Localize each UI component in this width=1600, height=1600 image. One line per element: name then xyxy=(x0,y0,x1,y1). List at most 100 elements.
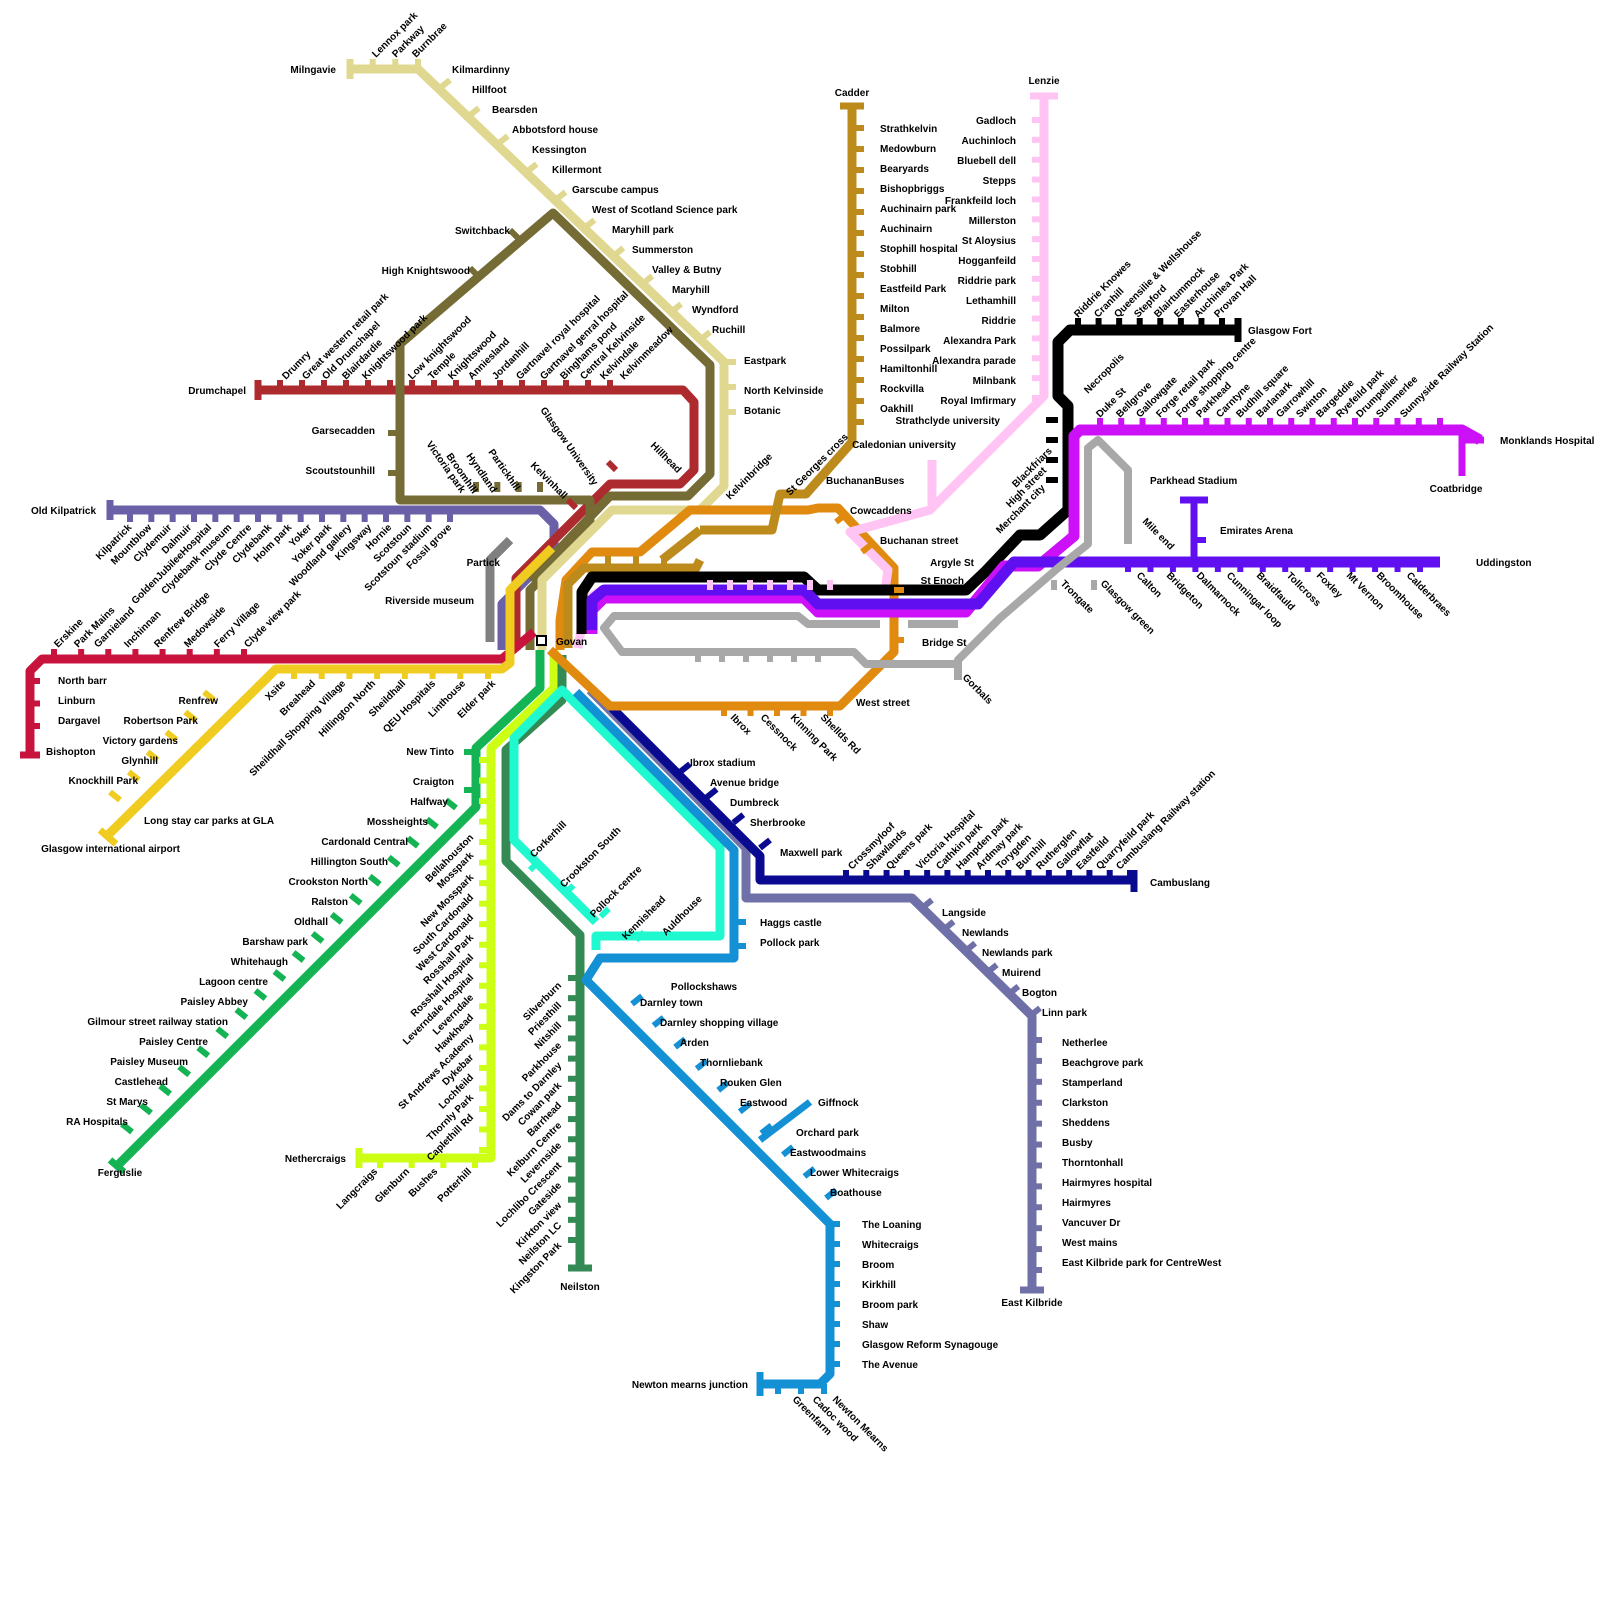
station-label[interactable]: Medowburn xyxy=(880,144,936,155)
station-label[interactable]: Muirend xyxy=(1002,968,1041,979)
station-label[interactable]: Orchard park xyxy=(796,1128,859,1139)
station-label[interactable]: North Kelvinside xyxy=(744,386,824,397)
station-label[interactable]: Gadloch xyxy=(976,116,1016,127)
station-label[interactable]: Hillington South xyxy=(311,857,388,868)
station-label[interactable]: Stamperland xyxy=(1062,1078,1123,1089)
station-tick-ferguslie[interactable] xyxy=(179,1067,189,1075)
station-label[interactable]: Pollock park xyxy=(760,938,820,949)
station-label[interactable]: Busby xyxy=(1062,1138,1093,1149)
station-tick-milngavie[interactable] xyxy=(440,80,450,88)
station-label[interactable]: Langcraigs xyxy=(335,1166,381,1212)
station-label[interactable]: Langside xyxy=(942,908,986,919)
station-label[interactable]: Scoutstounhill xyxy=(306,466,376,477)
station-tick-cambuslang[interactable] xyxy=(760,840,770,848)
station-label[interactable]: Cadder xyxy=(835,88,870,99)
station-label[interactable]: Broom xyxy=(862,1260,894,1271)
station-label[interactable]: Craigton xyxy=(413,777,454,788)
station-label[interactable]: Netherlee xyxy=(1062,1038,1108,1049)
station-label[interactable]: Eastwoodmains xyxy=(790,1148,867,1159)
station-label[interactable]: Lenzie xyxy=(1028,76,1060,87)
station-label[interactable]: Coatbridge xyxy=(1430,484,1483,495)
station-label[interactable]: East Kilbride xyxy=(1001,1298,1063,1309)
station-tick-ferguslie[interactable] xyxy=(427,819,437,827)
station-label[interactable]: Hillhead xyxy=(648,440,683,475)
station-label[interactable]: Vancuver Dr xyxy=(1062,1218,1120,1229)
station-label[interactable]: Sunnyside Railway Station xyxy=(1398,322,1496,420)
station-label[interactable]: Milton xyxy=(880,304,909,315)
station-label[interactable]: Abbotsford house xyxy=(512,125,599,136)
station-label[interactable]: Whitecraigs xyxy=(862,1240,919,1251)
station-label[interactable]: Ibrox stadium xyxy=(690,758,756,769)
station-label[interactable]: Botanic xyxy=(744,406,781,417)
station-label[interactable]: Milngavie xyxy=(290,65,336,76)
station-label[interactable]: Emirates Arena xyxy=(1220,526,1293,537)
station-label[interactable]: Parkhead Stadium xyxy=(1150,476,1237,487)
station-tick-cambuslang[interactable] xyxy=(707,789,717,797)
station-label[interactable]: Ibrox xyxy=(728,712,753,737)
station-label[interactable]: West of Scotland Science park xyxy=(592,205,738,216)
station-label[interactable]: Dargavel xyxy=(58,716,100,727)
station-label[interactable]: Cardonald Central xyxy=(321,837,408,848)
station-tick-ekilbride[interactable] xyxy=(1008,986,1018,994)
station-label[interactable]: Alexandra parade xyxy=(932,356,1016,367)
station-label[interactable]: Maryhill park xyxy=(612,225,674,236)
station-tick-ferguslie[interactable] xyxy=(198,1048,208,1056)
station-label[interactable]: Garsecadden xyxy=(312,426,375,437)
station-label[interactable]: Millerston xyxy=(969,216,1016,227)
station-label[interactable]: Calton xyxy=(1134,570,1164,600)
station-label[interactable]: Glasgow international airport xyxy=(41,844,181,855)
station-label[interactable]: BuchananBuses xyxy=(826,476,905,487)
station-label[interactable]: New Tinto xyxy=(406,747,454,758)
station-label[interactable]: Milnbank xyxy=(973,376,1017,387)
station-tick-milngavie[interactable] xyxy=(700,332,710,340)
station-tick-knightswood[interactable] xyxy=(510,230,518,238)
station-label[interactable]: Rouken Glen xyxy=(720,1078,782,1089)
station-label[interactable]: East Kilbride park for CentreWest xyxy=(1062,1258,1222,1269)
station-label[interactable]: Eastfeild Park xyxy=(880,284,947,295)
station-label[interactable]: Paisley Museum xyxy=(110,1057,188,1068)
station-label[interactable]: Bearyards xyxy=(880,164,929,175)
station-tick-milngavie[interactable] xyxy=(584,220,594,228)
station-label[interactable]: St Enoch xyxy=(921,576,964,587)
station-label[interactable]: Newton mearns junction xyxy=(632,1380,748,1391)
station-label[interactable]: Riddrie park xyxy=(958,276,1017,287)
station-label[interactable]: Alexandra Park xyxy=(943,336,1016,347)
station-label[interactable]: Sherbrooke xyxy=(750,818,806,829)
station-label[interactable]: Old Kilpatrick xyxy=(31,506,96,517)
station-label[interactable]: Oakhill xyxy=(880,404,914,415)
station-tick-ferguslie[interactable] xyxy=(389,857,399,865)
station-label[interactable]: Riverside museum xyxy=(385,596,474,607)
station-label[interactable]: Mile end xyxy=(1140,516,1176,552)
station-label[interactable]: Glasgow Reform Synagouge xyxy=(862,1340,999,1351)
station-label[interactable]: Cambuslang Railway station xyxy=(1114,768,1218,872)
station-tick-ekilbride[interactable] xyxy=(987,965,997,973)
station-tick-milngavie[interactable] xyxy=(642,276,652,284)
station-label[interactable]: Lower Whitecraigs xyxy=(810,1168,899,1179)
station-label[interactable]: North barr xyxy=(58,676,107,687)
station-label[interactable]: Newlands xyxy=(962,928,1009,939)
station-label[interactable]: Clarkston xyxy=(1062,1098,1108,1109)
station-tick-ferguslie[interactable] xyxy=(370,876,380,884)
station-label[interactable]: Stophill hospital xyxy=(880,244,958,255)
station-label[interactable]: Avenue bridge xyxy=(710,778,780,789)
station-label[interactable]: RA Hospitals xyxy=(66,1117,128,1128)
station-label[interactable]: Hamiltonhill xyxy=(880,364,937,375)
station-label[interactable]: Summerston xyxy=(632,245,693,256)
station-label[interactable]: Sheddens xyxy=(1062,1118,1110,1129)
station-label[interactable]: Dumbreck xyxy=(730,798,779,809)
station-label[interactable]: Valley & Butny xyxy=(652,265,722,276)
station-label[interactable]: Argyle St xyxy=(930,558,975,569)
station-label[interactable]: Knockhill Park xyxy=(69,776,139,787)
station-label[interactable]: Kirkhill xyxy=(862,1280,896,1291)
station-tick-milngavie[interactable] xyxy=(498,136,508,144)
station-label[interactable]: Glasgow Fort xyxy=(1248,326,1313,337)
station-label[interactable]: Pollock centre xyxy=(588,864,644,920)
station-label[interactable]: Maxwell park xyxy=(780,848,843,859)
station-tick-milngavie[interactable] xyxy=(671,304,681,312)
station-label[interactable]: Buchanan street xyxy=(880,536,959,547)
station-label[interactable]: St Marys xyxy=(106,1097,148,1108)
station-label[interactable]: Cambuslang xyxy=(1150,878,1210,889)
station-tick-milngavie[interactable] xyxy=(469,108,479,116)
station-label[interactable]: Long stay car parks at GLA xyxy=(144,816,274,827)
station-label[interactable]: Kelvinhall xyxy=(528,460,569,501)
